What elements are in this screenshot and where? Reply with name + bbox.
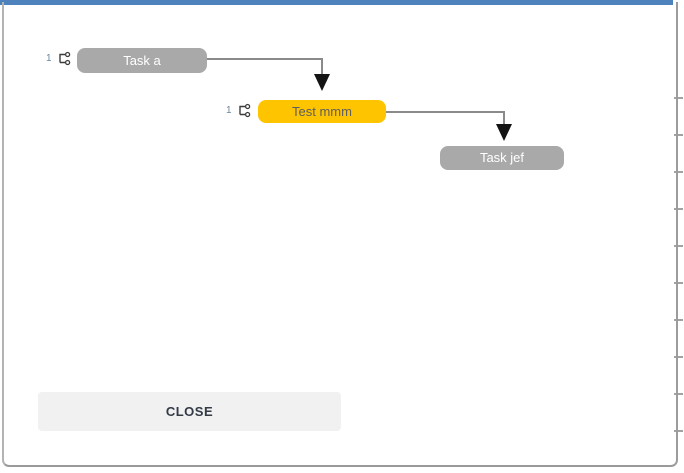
dependency-arrow-line — [321, 58, 323, 76]
background-grid-row-ticks — [674, 62, 683, 458]
dependency-arrowhead-icon — [496, 124, 512, 141]
dependency-arrow-line — [207, 58, 323, 60]
dialog-accent-bar — [0, 0, 673, 5]
dependency-tree-icon — [237, 103, 252, 118]
dependency-arrow-line — [503, 111, 505, 126]
close-button[interactable]: CLOSE — [38, 392, 341, 431]
dependency-count: 1 — [46, 53, 52, 64]
dependency-tree-icon — [57, 51, 72, 66]
dependency-arrowhead-icon — [314, 74, 330, 91]
dependency-arrow-line — [386, 111, 505, 113]
task-node-test-mmm[interactable]: Test mmm — [258, 100, 386, 123]
task-node-task-a[interactable]: Task a — [77, 48, 207, 73]
dependency-count: 1 — [226, 105, 232, 116]
task-node-task-jef[interactable]: Task jef — [440, 146, 564, 170]
